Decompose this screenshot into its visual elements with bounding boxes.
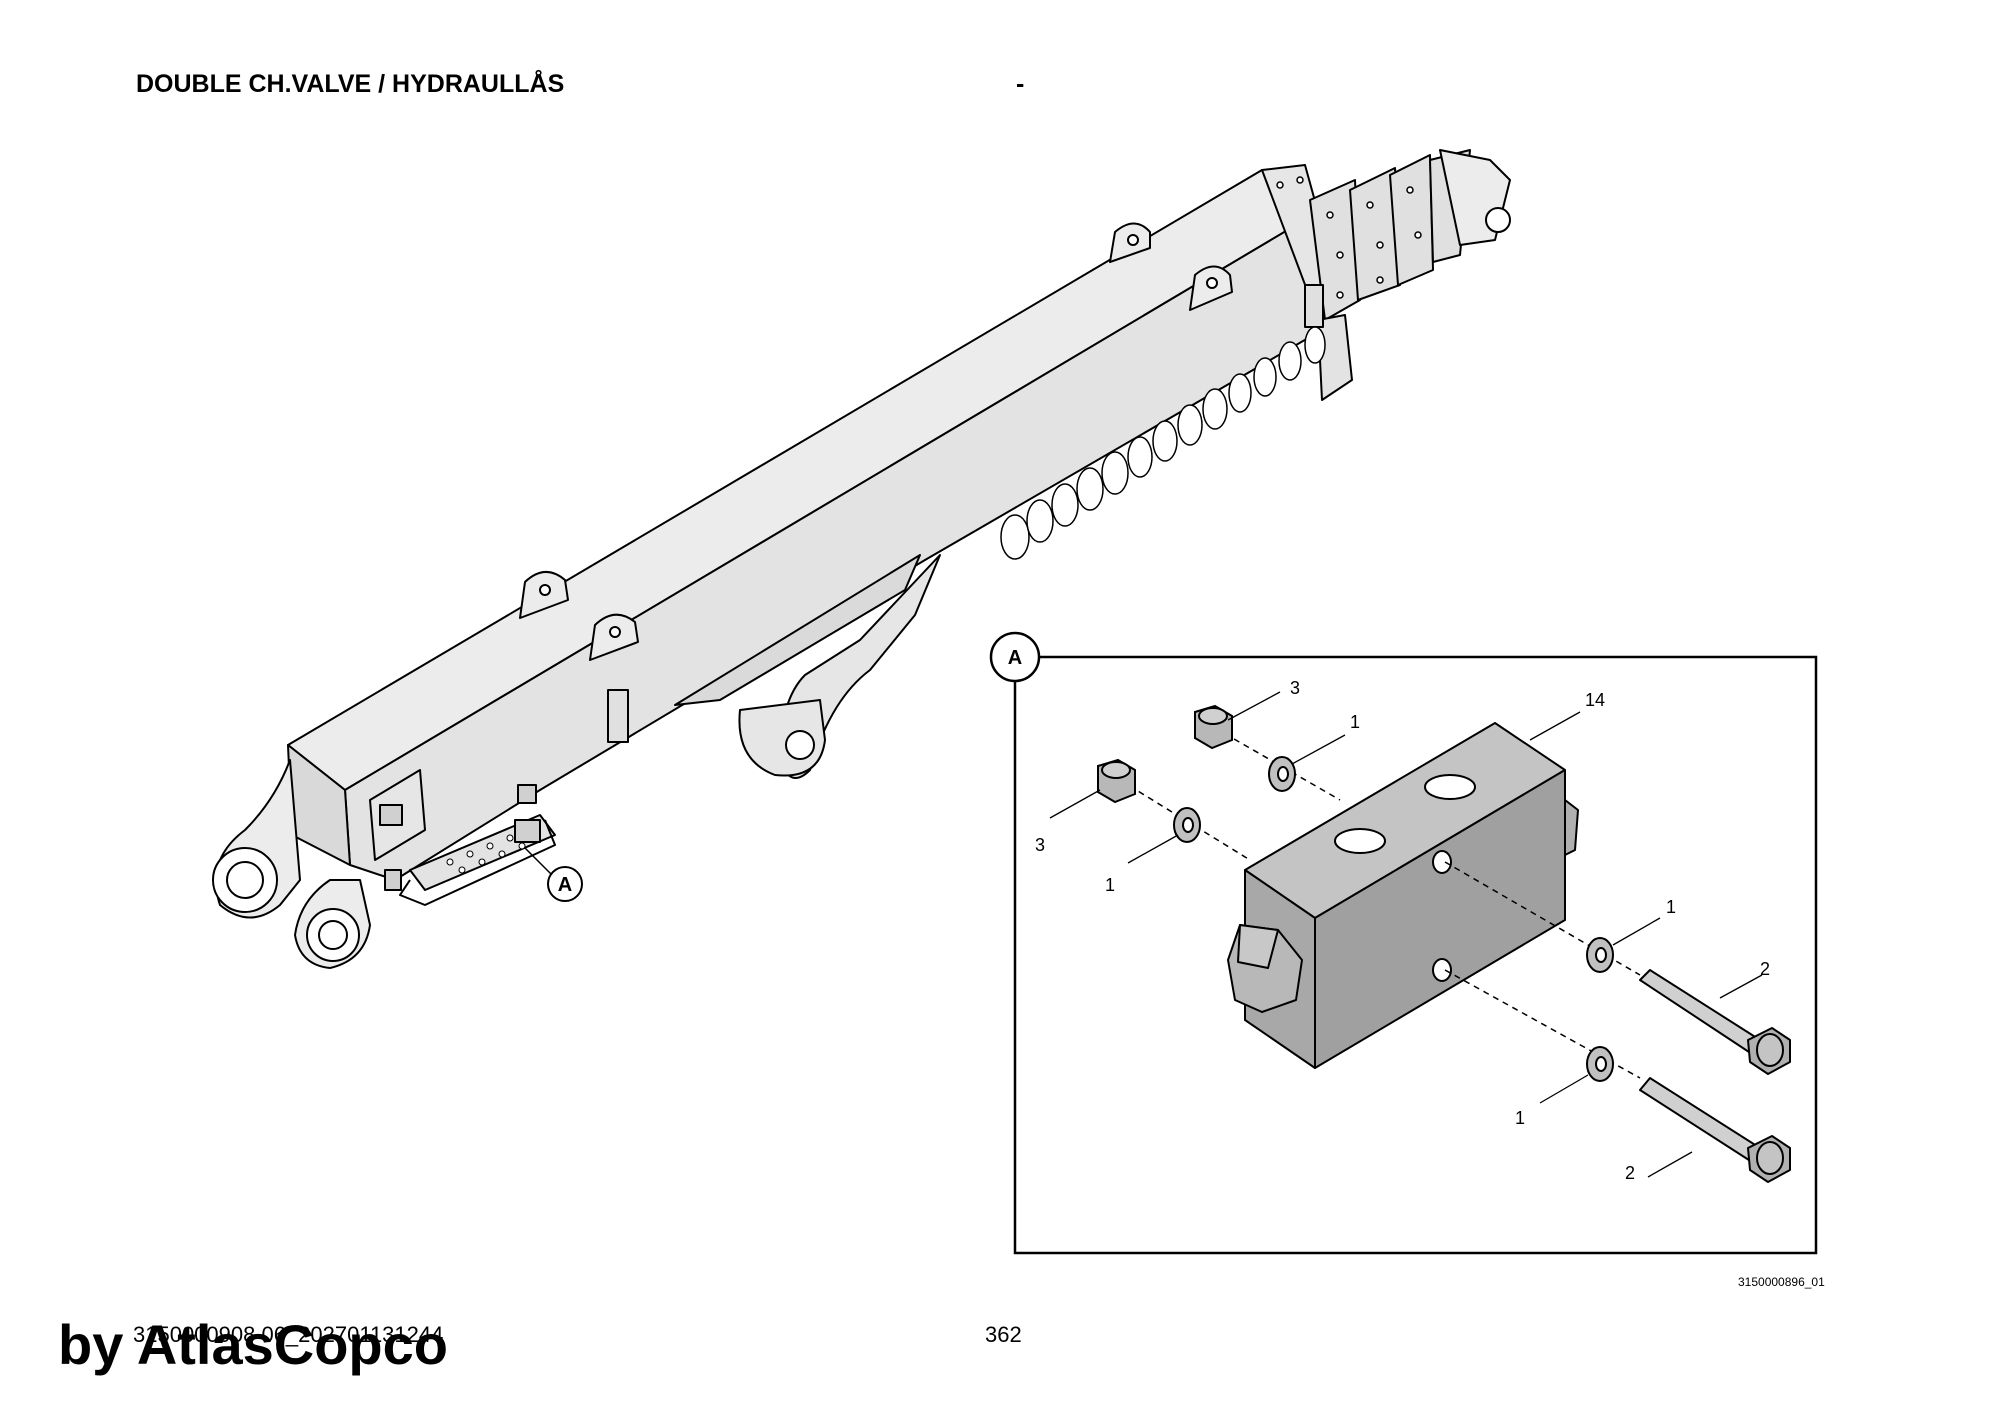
- label-nut-left: 3: [1035, 835, 1045, 855]
- brand-watermark: by AtlasCopco: [58, 1313, 448, 1376]
- washer-top: [1268, 756, 1296, 792]
- detail-callout-label: A: [1008, 647, 1022, 669]
- label-nut-top: 3: [1290, 678, 1300, 698]
- valve-mount-hole-2: [1432, 958, 1452, 982]
- nut-left: [1097, 758, 1136, 804]
- bolt-lower: [1639, 1077, 1791, 1183]
- drawing-id: 3150000896_01: [1738, 1275, 1825, 1289]
- valve-block-side: [1314, 769, 1566, 1069]
- boom-head-pin: [1485, 207, 1511, 233]
- detail-callout-circle: [989, 631, 1041, 683]
- label-washer-top: 1: [1350, 712, 1360, 732]
- boom-head-bracket: [1317, 314, 1353, 401]
- document-id: 3150000908 06_202701131244: [133, 1322, 444, 1347]
- valve-mount-hole-1: [1432, 850, 1452, 874]
- detail-frame: [1013, 655, 1818, 1255]
- boom-callout-circle: [547, 866, 583, 902]
- boom-hose-guard: [1000, 326, 1326, 560]
- boom-callout-label: A: [558, 874, 572, 896]
- label-valve-block: 14: [1585, 690, 1605, 710]
- page-title: DOUBLE CH.VALVE / HYDRAULLÅS: [136, 70, 565, 98]
- boom-side-plate-2: [607, 689, 629, 743]
- label-washer-right-upper: 1: [1666, 897, 1676, 917]
- washer-right-upper: [1586, 937, 1614, 973]
- boom-rear-pin-inner: [226, 861, 264, 899]
- valve-port-2: [1424, 774, 1476, 800]
- boom-side-plate-1: [1304, 284, 1324, 328]
- valve-port-1: [1334, 828, 1386, 854]
- boom-assembly: [212, 149, 1511, 969]
- valve-rear-plug: [1564, 799, 1579, 856]
- boom-callout-leader: [524, 847, 556, 879]
- boom-head-plate-4: [1389, 154, 1434, 286]
- mini-valve: [514, 819, 541, 843]
- boom-lower-blade: [674, 554, 921, 706]
- washers: [1173, 756, 1614, 1082]
- valve-block: [1227, 722, 1579, 1069]
- label-bolt-upper: 2: [1760, 959, 1770, 979]
- boom-lower-pin: [785, 730, 815, 760]
- label-washer-right-lower: 1: [1515, 1108, 1525, 1128]
- nut-top: [1194, 704, 1233, 750]
- page-number: 362: [985, 1322, 1022, 1347]
- label-bolt-lower: 2: [1625, 1163, 1635, 1183]
- washer-left: [1173, 807, 1201, 843]
- title-dash: -: [1016, 70, 1025, 98]
- boom-side-face: [344, 211, 1323, 881]
- leader-lines: [1049, 691, 1763, 1178]
- bolt-upper: [1639, 969, 1791, 1075]
- valve-mount-rail: [399, 819, 556, 906]
- washer-right-lower: [1586, 1046, 1614, 1082]
- label-washer-left: 1: [1105, 875, 1115, 895]
